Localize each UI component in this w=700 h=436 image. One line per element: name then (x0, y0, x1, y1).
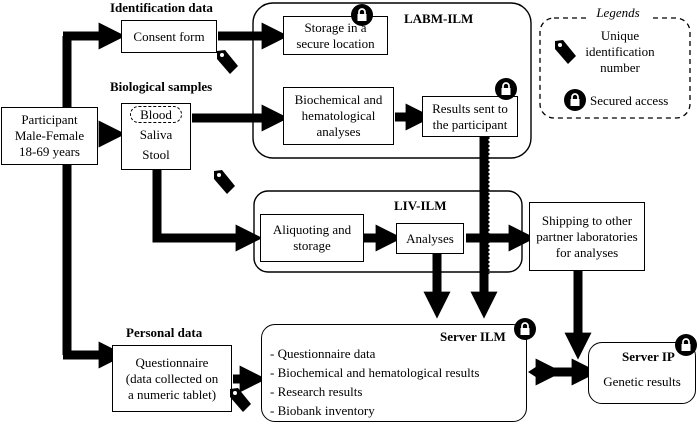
lock-icon (675, 334, 697, 356)
shipping-line-3: for analyses (555, 244, 619, 260)
lock-icon (351, 4, 373, 26)
questionnaire-box: Questionnaire (data collected on a numer… (112, 345, 232, 412)
storage-secure-box: Storage in a secure location (283, 16, 388, 55)
analyses-box: Analyses (396, 223, 464, 254)
server-ip-title: Server IP (622, 349, 675, 364)
server-ilm-title: Server ILM (440, 329, 506, 344)
heading-labm-ilm: LABM-ILM (404, 11, 474, 26)
labm-ilm-container (252, 2, 532, 159)
double-arrow-left-head (528, 363, 542, 381)
consent-form-box: Consent form (121, 20, 217, 53)
stool-label: Stool (142, 147, 170, 162)
server-ip-text: Genetic results (603, 374, 681, 389)
biochem-line-1: Biochemical and (294, 92, 383, 107)
aliquoting-line-1: Aliquoting and (272, 222, 352, 237)
server-ilm-item: - Questionnaire data (270, 346, 376, 361)
participant-line-2: Male-Female (14, 128, 85, 143)
heading-identification-data: Identification data (110, 0, 213, 15)
blood-label: Blood (130, 106, 182, 123)
legend-tag-line-1: Unique (600, 28, 640, 43)
tag-icon (214, 170, 235, 194)
aliquoting-box: Aliquoting and storage (260, 214, 364, 262)
storage-line-1: Storage in a (304, 19, 367, 35)
questionnaire-line-2: (data collected on (125, 370, 219, 386)
legend-title: Legends (587, 5, 649, 21)
heading-biological-samples: Biological samples (110, 79, 213, 94)
arrow-samples-aliquoting (152, 170, 263, 252)
heading-personal-data: Personal data (126, 325, 203, 340)
server-ilm-item: - Biochemical and hematological results (270, 365, 480, 380)
legend-lock-label: Secured access (590, 93, 669, 108)
participant-line-3: 18-69 years (18, 144, 80, 159)
participant-box: Participant Male-Female 18-69 years (1, 107, 98, 165)
legend-tag-line-3: number (600, 60, 640, 75)
server-ilm-list: - Questionnaire data - Biochemical and h… (270, 344, 479, 420)
biochem-line-3: analyses (316, 124, 361, 139)
server-ilm-item: - Research results (270, 384, 363, 399)
shipping-line-2: partner laboratories (536, 228, 638, 244)
legend-container (539, 17, 691, 119)
questionnaire-line-1: Questionnaire (135, 354, 209, 370)
results-sent-box: Results sent to the participant (422, 96, 518, 137)
participant-line-1: Participant (21, 112, 78, 127)
analyses-label: Analyses (406, 230, 454, 246)
biochemical-analyses-box: Biochemical and hematological analyses (283, 87, 394, 145)
lock-icon (514, 318, 536, 340)
storage-line-2: secure location (296, 35, 375, 51)
legend-tag-line-2: identification (585, 44, 655, 59)
heading-liv-ilm: LIV-ILM (394, 198, 447, 213)
tag-icon (230, 388, 251, 412)
biochem-line-2: hematological (301, 108, 376, 123)
aliquoting-line-2: storage (293, 238, 331, 253)
tag-icon (555, 40, 576, 64)
results-line-1: Results sent to (432, 100, 508, 116)
samples-box: Blood Saliva Stool (121, 103, 191, 170)
saliva-label: Saliva (139, 127, 173, 142)
server-ilm-item: - Biobank inventory (270, 403, 375, 418)
tag-icon (217, 50, 238, 74)
questionnaire-line-3: a numeric tablet) (127, 386, 217, 402)
lock-icon (495, 78, 517, 100)
shipping-box: Shipping to other partner laboratories f… (529, 202, 645, 271)
consent-form-label: Consent form (133, 28, 205, 44)
legend-tag-label: Unique identification number (580, 28, 660, 76)
server-ilm-box: Server ILM - Questionnaire data - Bioche… (261, 324, 527, 422)
shipping-line-1: Shipping to other (541, 212, 633, 228)
lock-icon (564, 89, 586, 111)
results-line-2: the participant (432, 116, 508, 132)
